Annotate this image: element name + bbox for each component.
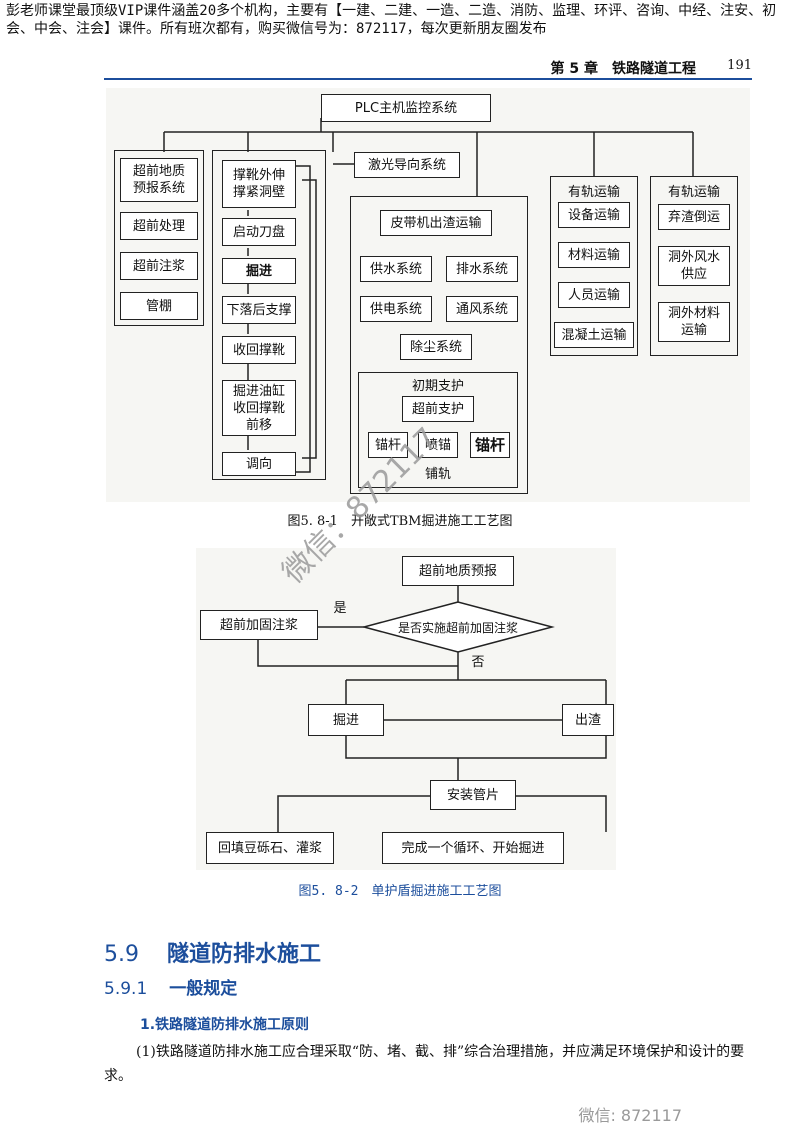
page-number: 191 <box>727 58 752 73</box>
power-supply-box: 供电系统 <box>360 296 432 322</box>
belt-conveyor-box: 皮带机出渣运输 <box>380 210 492 236</box>
laser-guide-box: 激光导向系统 <box>354 152 460 178</box>
section-title: 隧道防排水施工 <box>167 942 322 967</box>
lower-rear-support-box: 下落后支撑 <box>222 296 296 324</box>
advance-support-box: 超前支护 <box>402 396 474 422</box>
section-heading: 5.9 隧道防排水施工 <box>104 936 321 968</box>
cylinder-retract-box: 掘进油缸 收回撑靴 前移 <box>222 380 296 436</box>
track-laying-label: 铺轨 <box>424 467 451 482</box>
start-cutterhead-box: 启动刀盘 <box>222 218 296 246</box>
cycle-group-frame <box>212 150 326 480</box>
subsection-title: 一般规定 <box>169 979 238 999</box>
rail-group-1-title: 有轨运输 <box>567 185 620 200</box>
subsection-heading: 5.9.1 一般规定 <box>104 974 237 999</box>
shotcrete-box: 喷锚 <box>418 432 458 458</box>
complete-cycle-step: 完成一个循环、开始掘进 <box>382 832 564 864</box>
advance-treatment-box: 超前处理 <box>120 212 198 240</box>
figure-2-diagram: 超前地质预报 是否实施超前加固注浆 超前加固注浆 是 否 掘进 出渣 安装管片 … <box>196 548 616 870</box>
pipe-roof-box: 管棚 <box>120 292 198 320</box>
chapter-title: 第 5 章 铁路隧道工程 <box>550 61 697 77</box>
center-group-frame <box>350 196 528 494</box>
yes-label: 是 <box>333 601 347 616</box>
steering-box: 调向 <box>222 452 296 476</box>
figure-2-caption: 图5. 8-2 单护盾掘进施工工艺图 <box>298 884 502 899</box>
drainage-box: 排水系统 <box>446 256 518 282</box>
excavate-box: 掘进 <box>222 258 296 284</box>
initial-support-frame <box>358 372 518 488</box>
body-paragraph: (1)铁路隧道防排水施工应合理采取“防、堵、截、排”综合治理措施，并应满足环境保… <box>104 1044 745 1084</box>
footer-watermark: 微信: 872117 <box>578 1106 682 1125</box>
dust-removal-box: 除尘系统 <box>400 334 472 360</box>
rock-bolt-box: 锚杆 <box>368 432 408 458</box>
item-heading: 1.铁路隧道防排水施工原则 <box>140 1017 310 1033</box>
backfill-grout-step: 回填豆砾石、灌浆 <box>206 832 334 864</box>
ventilation-box: 通风系统 <box>446 296 518 322</box>
plc-monitor-box: PLC主机监控系统 <box>321 94 491 122</box>
advance-grouting-box: 超前注浆 <box>120 252 198 280</box>
running-header: 第 5 章 铁路隧道工程 191 <box>104 56 752 80</box>
outside-air-water-box: 洞外风水 供应 <box>658 246 730 286</box>
promo-banner: 彭老师课堂最顶级VIP课件涵盖20多个机构，主要有【一建、二建、一造、二造、消防… <box>6 3 777 37</box>
rail-group-1-frame <box>550 176 638 356</box>
figure-1-connectors <box>163 118 694 473</box>
subsection-number: 5.9.1 <box>104 979 148 999</box>
left-group-frame <box>114 150 204 326</box>
excavate-step: 掘进 <box>308 704 384 736</box>
figure-2-connectors <box>257 586 607 832</box>
outside-material-box: 洞外材料 运输 <box>658 302 730 342</box>
install-segment-step: 安装管片 <box>430 780 516 810</box>
equipment-transport-box: 设备运输 <box>558 202 630 228</box>
gripper-extend-box: 撑靴外伸 撑紧洞壁 <box>222 160 296 208</box>
geo-forecast-step: 超前地质预报 <box>402 556 514 586</box>
no-label: 否 <box>471 655 485 670</box>
spoil-transfer-box: 弃渣倒运 <box>658 204 730 230</box>
initial-support-title: 初期支护 <box>411 379 464 394</box>
advance-grout-step: 超前加固注浆 <box>200 610 318 640</box>
rail-group-2-title: 有轨运输 <box>667 185 720 200</box>
personnel-transport-box: 人员运输 <box>558 282 630 308</box>
rail-group-2-frame <box>650 176 738 356</box>
material-transport-box: 材料运输 <box>558 242 630 268</box>
mucking-step: 出渣 <box>562 704 614 736</box>
water-supply-box: 供水系统 <box>360 256 432 282</box>
rock-bolt-box-2: 锚杆 <box>470 432 510 458</box>
figure-1-diagram: PLC主机监控系统 激光导向系统 超前地质 预报系统 超前处理 超前注浆 管棚 … <box>106 88 750 502</box>
geo-forecast-box: 超前地质 预报系统 <box>120 158 198 202</box>
section-number: 5.9 <box>104 942 139 967</box>
concrete-transport-box: 混凝土运输 <box>554 322 634 348</box>
figure-1-caption: 图5. 8-1 开敞式TBM掘进施工工艺图 <box>287 514 513 529</box>
retract-gripper-box: 收回撑靴 <box>222 336 296 364</box>
decision-diamond-label: 是否实施超前加固注浆 <box>397 621 518 635</box>
